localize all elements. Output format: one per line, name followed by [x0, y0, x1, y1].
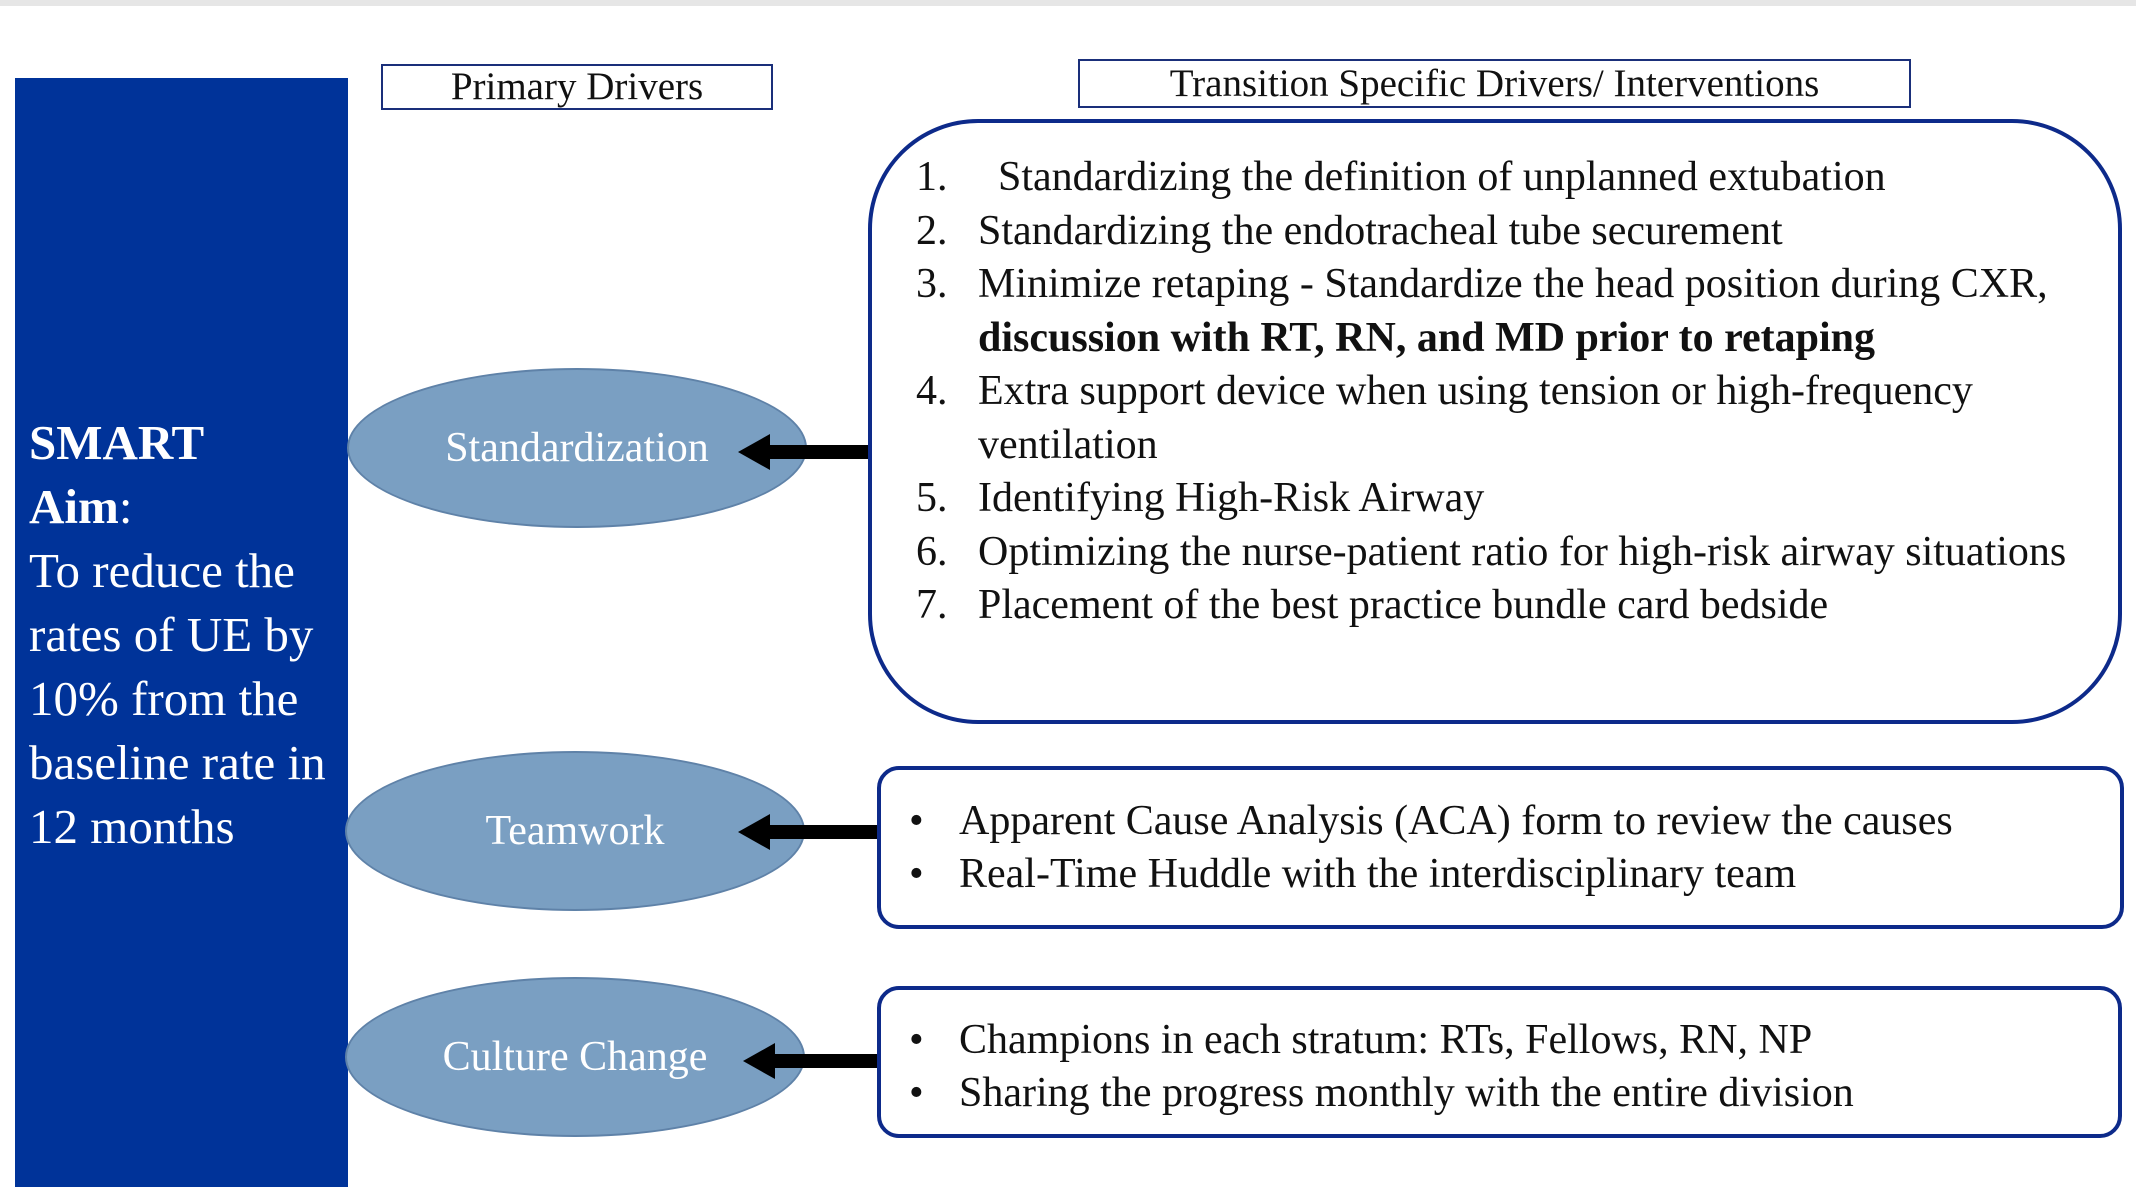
- top-divider: [0, 0, 2136, 6]
- driver-culture-change: Culture Change: [345, 977, 805, 1137]
- teamwork-interventions-list: • Apparent Cause Analysis (ACA) form to …: [907, 795, 2080, 901]
- bold-emphasis: discussion with RT, RN, and MD prior to …: [978, 314, 1875, 361]
- bullet-icon: •: [909, 1070, 924, 1116]
- bullet-icon: •: [909, 1017, 924, 1063]
- list-item: 1. Standardizing the definition of unpla…: [916, 154, 1886, 200]
- list-item: 5. Identifying High-Risk Airway: [916, 475, 1485, 521]
- primary-drivers-header: Primary Drivers: [381, 64, 773, 110]
- smart-aim-text: SMART Aim: To reduce the rates of UE by …: [29, 411, 339, 859]
- standardization-interventions-box: 1. Standardizing the definition of unpla…: [868, 119, 2122, 724]
- culture-change-interventions-box: • Champions in each stratum: RTs, Fellow…: [877, 986, 2122, 1138]
- teamwork-interventions-box: • Apparent Cause Analysis (ACA) form to …: [877, 766, 2124, 929]
- bullet-icon: •: [909, 851, 924, 897]
- list-item: 3. Minimize retaping - Standardize the h…: [916, 261, 2048, 361]
- bullet-icon: •: [909, 798, 924, 844]
- aim-colon: :: [118, 479, 133, 534]
- list-item: • Champions in each stratum: RTs, Fellow…: [907, 1014, 2078, 1067]
- driver-standardization: Standardization: [347, 368, 807, 528]
- list-item: 7. Placement of the best practice bundle…: [916, 582, 1829, 628]
- aim-label: Aim: [29, 479, 119, 534]
- interventions-header: Transition Specific Drivers/ Interventio…: [1078, 59, 1911, 108]
- driver-teamwork: Teamwork: [345, 751, 805, 911]
- arrow-culture-change: [743, 1043, 877, 1079]
- list-item: 6. Optimizing the nurse-patient ratio fo…: [916, 528, 2067, 575]
- list-item: • Sharing the progress monthly with the …: [907, 1067, 2078, 1120]
- standardization-interventions-list: 1. Standardizing the definition of unpla…: [916, 151, 2078, 633]
- driver-label: Culture Change: [442, 1034, 708, 1080]
- culture-change-interventions-list: • Champions in each stratum: RTs, Fellow…: [907, 1014, 2078, 1120]
- driver-label: Standardization: [445, 425, 709, 471]
- aim-description: To reduce the rates of UE by 10% from th…: [29, 543, 326, 854]
- smart-label: SMART: [29, 415, 205, 470]
- driver-label: Teamwork: [485, 808, 665, 854]
- list-item: 4. Extra support device when using tensi…: [916, 368, 1973, 468]
- smart-aim-panel: SMART Aim: To reduce the rates of UE by …: [15, 78, 348, 1187]
- arrow-teamwork: [738, 814, 877, 850]
- list-item: • Apparent Cause Analysis (ACA) form to …: [907, 795, 2080, 848]
- list-item: • Real-Time Huddle with the interdiscipl…: [907, 848, 2080, 901]
- list-item: 2. Standardizing the endotracheal tube s…: [916, 207, 1783, 254]
- arrow-standardization: [738, 434, 868, 470]
